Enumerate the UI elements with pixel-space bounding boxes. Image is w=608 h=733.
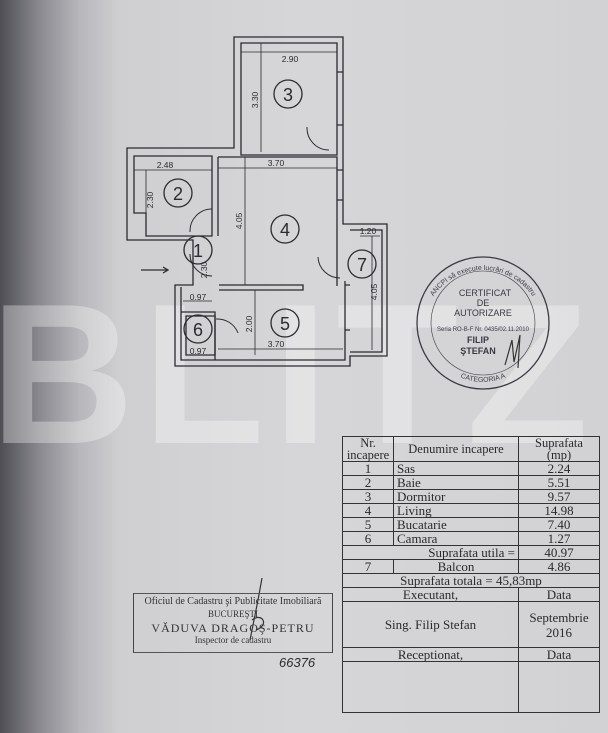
dimension-label: 1.20: [360, 226, 377, 236]
dimension-label: 2.00: [244, 315, 254, 332]
room-number: 4: [280, 220, 290, 240]
room-area: 4.86: [518, 559, 600, 574]
inner-wall: [240, 42, 338, 156]
room-nr: 4: [342, 503, 394, 518]
seal-text: FILIP: [467, 335, 489, 345]
blank-cell: [342, 661, 519, 713]
room-name: Baie: [393, 475, 519, 490]
header-area: Suprafata (mp): [518, 436, 600, 462]
svg-text:CATEGORIA A: CATEGORIA A: [460, 373, 507, 384]
room-number: 6: [193, 320, 203, 340]
dimension-label: 2.90: [282, 54, 299, 64]
room-area: 2.24: [518, 461, 600, 476]
receptionat-date-label: Data: [518, 647, 600, 662]
useful-area-value: 40.97: [518, 545, 600, 560]
balcony-wall: [350, 229, 383, 353]
inner-wall: [133, 155, 213, 237]
receptionat-label: Receptionat,: [342, 647, 519, 662]
seal-text: AUTORIZARE: [454, 308, 512, 318]
room-area: 14.98: [518, 503, 600, 518]
stamp-number: 66376: [279, 655, 316, 670]
room-number: 7: [357, 255, 367, 275]
total-area-row: Suprafata totala = 45,83mp: [342, 573, 600, 588]
signature: [249, 577, 265, 641]
executant-label: Executant,: [342, 587, 519, 602]
room-name: Dormitor: [393, 489, 519, 504]
rooms-table: Nr. incapere Denumire incapere Suprafata…: [342, 436, 600, 713]
room-name: Camara: [393, 531, 519, 546]
dimension-label: 3.30: [250, 91, 260, 108]
signature: [504, 334, 521, 369]
dimension-label: 2.30: [145, 191, 155, 208]
cadastre-stamp: Oficiul de Cadastru şi Publicitate Imobi…: [133, 593, 333, 653]
header-nr: Nr. incapere: [342, 436, 394, 462]
stamp-text: Oficiul de Cadastru şi Publicitate Imobi…: [144, 596, 322, 607]
stamp-text: VĂDUVA DRAGOŞ-PETRU: [151, 621, 315, 635]
header-name: Denumire incapere: [393, 436, 519, 462]
table-row: 7 Balcon 4.86: [342, 559, 600, 574]
room-area: 5.51: [518, 475, 600, 490]
dimension-label: 4.05: [369, 283, 379, 300]
room-nr: 7: [342, 559, 394, 574]
stamp-text: Inspector de cadastru: [194, 635, 272, 645]
room-name: Sas: [393, 461, 519, 476]
seal-text: ŞTEFAN: [460, 346, 496, 356]
executant-date: Septembrie 2016: [518, 601, 600, 648]
dimension-label: 0.97: [190, 292, 207, 302]
seal-ring-text: CATEGORIA A: [460, 373, 507, 384]
dimension-label: 0.97: [190, 346, 207, 356]
dimension-label: 3.70: [268, 339, 285, 349]
room-number: 3: [283, 85, 293, 105]
room-nr: 3: [342, 489, 394, 504]
stamp-text: BUCUREŞTI: [207, 609, 258, 619]
outer-wall: [126, 36, 388, 367]
room-number: 2: [173, 184, 183, 204]
seal-text: CERTIFICAT: [459, 288, 512, 298]
room-number: 1: [193, 241, 203, 261]
room-nr: 1: [342, 461, 394, 476]
useful-area-label: Suprafata utila =: [342, 545, 519, 560]
dimension-label: 4.05: [234, 212, 244, 229]
authorization-seal: ANCPI să execute lucrări de cadastru CAT…: [416, 256, 550, 390]
date-label: Data: [518, 587, 600, 602]
total-area: Suprafata totala = 45,83mp: [342, 573, 600, 588]
table-header: Nr. incapere Denumire incapere Suprafata…: [342, 436, 600, 462]
room-area: 1.27: [518, 531, 600, 546]
room-nr: 5: [342, 517, 394, 532]
room-nr: 2: [342, 475, 394, 490]
room-name: Living: [393, 503, 519, 518]
useful-area-row: Suprafata utila = 40.97: [342, 545, 600, 560]
blank-cell: [518, 661, 600, 713]
dimension-label: 3.70: [268, 158, 285, 168]
room-number: 5: [280, 314, 290, 334]
seal-text: DE: [477, 298, 490, 308]
room-name: Bucatarie: [393, 517, 519, 532]
executant-name: Sing. Filip Stefan: [342, 601, 519, 648]
room-nr: 6: [342, 531, 394, 546]
seal-text: Seria RO-B-F Nr. 0435/02.11.2010: [437, 327, 530, 333]
room-area: 9.57: [518, 489, 600, 504]
dimension-label: 2.48: [157, 160, 174, 170]
room-name: Balcon: [393, 559, 519, 574]
dimension-label: 2.30: [199, 261, 209, 278]
room-area: 7.40: [518, 517, 600, 532]
receptionat-blank-row: [342, 661, 600, 713]
